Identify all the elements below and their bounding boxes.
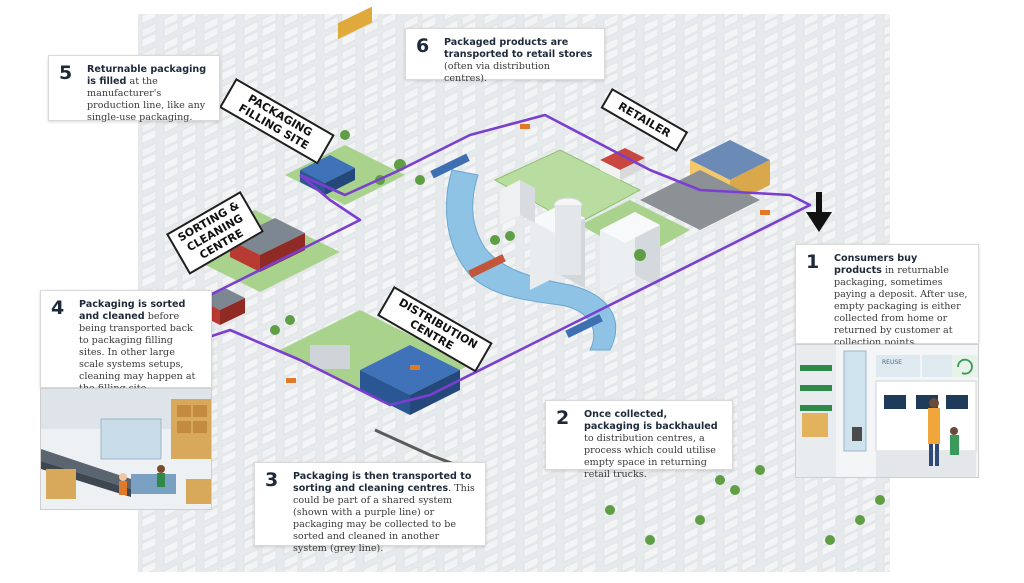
bridge: [468, 254, 506, 278]
step-number: 3: [265, 469, 279, 491]
step-callout-2: 2 Once collected, packaging is backhaule…: [545, 400, 733, 480]
step-body: (often via distribution centres).: [444, 61, 550, 84]
bridge: [565, 314, 603, 338]
trees: [270, 130, 885, 545]
step-number: 1: [806, 251, 820, 273]
route-shared-system: [178, 113, 812, 407]
inset-sorting-facility-illustration: [40, 388, 212, 510]
step-heading: Once collected, packaging is backhauled: [584, 409, 718, 432]
central-towers: [500, 180, 660, 293]
step-body: before being transported back to packagi…: [79, 311, 196, 394]
step-body: in returnable packaging, sometimes payin…: [834, 265, 968, 348]
reuse-sign: REUSE: [882, 359, 902, 366]
step-body: . This could be part of a shared system …: [293, 483, 475, 554]
step-callout-4: 4 Packaging is sorted and cleaned before…: [40, 290, 212, 394]
step-callout-1: 1 Consumers buy products in returnable p…: [795, 244, 979, 348]
step-heading: Packaging is sorted and cleaned: [79, 299, 186, 322]
step-heading: Packaged products are transported to ret…: [444, 37, 593, 60]
step-heading: Consumers buy products: [834, 253, 918, 276]
inset-reuse-store-illustration: REUSE: [795, 344, 979, 478]
step-number: 4: [51, 297, 65, 319]
river: [446, 169, 617, 351]
bridge: [430, 153, 470, 179]
trucks: [286, 124, 770, 383]
step-callout-6: 6 Packaged products are transported to r…: [405, 28, 605, 84]
refresh-icon: [957, 358, 973, 375]
step-number: 6: [416, 35, 430, 57]
arrow-down-icon: [806, 192, 832, 232]
step-callout-5: 5 Returnable packaging is filled at the …: [48, 55, 220, 123]
step-number: 2: [556, 407, 570, 429]
step-callout-3: 3 Packaging is then transported to sorti…: [254, 462, 486, 554]
central-park: [493, 149, 642, 226]
step-body: at the manufacturer's production line, l…: [87, 76, 206, 123]
step-heading: Returnable packaging is filled: [87, 64, 207, 87]
step-body: to distribution centres, a process which…: [584, 433, 716, 480]
retailer-building: [600, 140, 770, 230]
step-number: 5: [59, 62, 73, 84]
step-heading: Packaging is then transported to sorting…: [293, 471, 472, 494]
